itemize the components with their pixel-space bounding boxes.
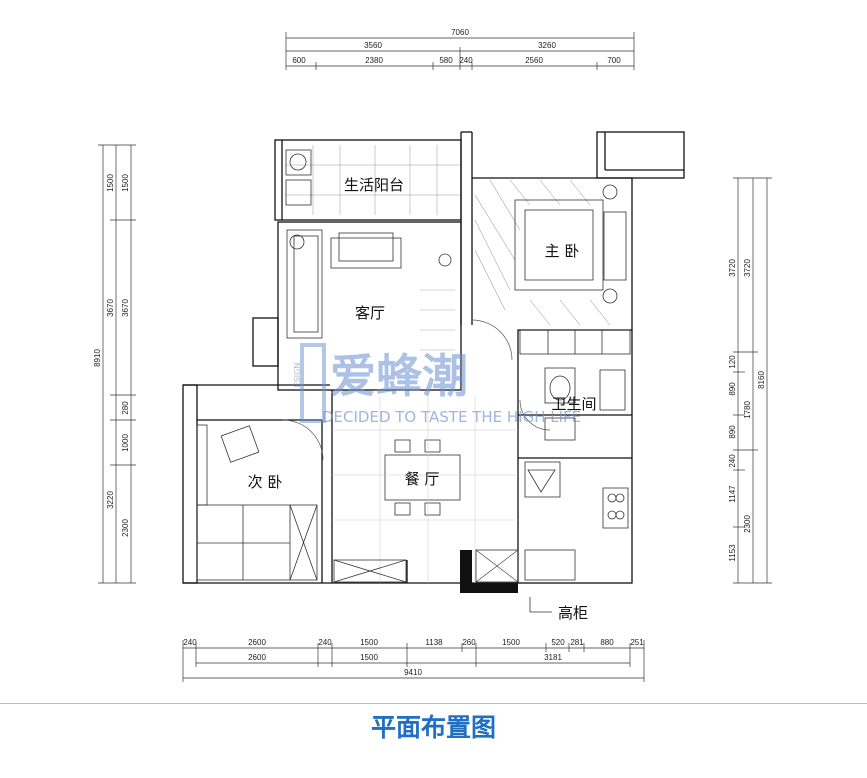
dining-floor-grid [332, 395, 518, 583]
dim-right-mid-1: 3720 [743, 259, 752, 277]
room-label-master: 主 卧 [545, 242, 580, 260]
dim-right-mid-3: 2300 [743, 515, 752, 533]
bottom-dimension-lines [182, 640, 645, 682]
dim-left-mid-4: 1000 [121, 434, 130, 452]
page-title: 平面布置图 [370, 713, 496, 742]
dim-bottom-detail-10: 880 [600, 638, 614, 647]
room-label-second: 次 卧 [248, 473, 283, 491]
living-aisle-lines [420, 289, 455, 351]
dim-top-detail-4: 240 [459, 56, 473, 65]
dim-bottom-detail-11: 251 [630, 638, 644, 647]
bathroom-fixtures [544, 367, 626, 441]
watermark-brand: 爱蜂潮 [330, 349, 468, 403]
dim-top-detail-3: 580 [439, 56, 453, 65]
dim-top-detail-2: 2380 [365, 56, 383, 65]
left-dimension-lines [98, 144, 136, 584]
dim-right-inner-7: 1153 [728, 544, 737, 562]
dim-bottom-detail-9: 281 [570, 638, 584, 647]
room-label-living: 客厅 [355, 304, 385, 322]
dim-left-inner-1: 1500 [121, 174, 130, 192]
dim-right-inner-3: 890 [728, 382, 737, 396]
dim-top-detail-5: 2560 [525, 56, 543, 65]
master-floor-hatch [474, 179, 611, 326]
room-label-bath: 卫生间 [551, 395, 596, 413]
kitchen-counter [524, 461, 629, 581]
dim-top-detail-6: 700 [607, 56, 621, 65]
dim-left-mid-5: 3220 [106, 491, 115, 509]
tall-cabinet [460, 549, 552, 613]
master-bed [514, 184, 627, 304]
dim-right-mid-2: 1780 [743, 401, 752, 419]
second-bedroom-furniture [196, 424, 318, 581]
room-label-dining: 餐 厅 [405, 470, 440, 488]
dim-left-inner-2: 3670 [121, 299, 130, 317]
footer-divider [0, 703, 867, 704]
dim-bottom-detail-8: 520 [551, 638, 565, 647]
right-dimension-lines [733, 177, 772, 584]
wardrobe [519, 329, 631, 355]
watermark: ESIGN 爱蜂潮 DECIDED TO TASTE THE HIGH LIFE [293, 343, 581, 426]
dim-bottom-mid-2: 1500 [360, 653, 378, 662]
room-label-balcony: 生活阳台 [344, 176, 404, 194]
floor-plan: 7060 3560 3260 600 2380 580 240 2560 700… [93, 28, 772, 682]
top-dimension-lines [285, 32, 635, 70]
watermark-logo-bar [300, 343, 326, 423]
dim-left-inner-3: 2300 [121, 519, 130, 537]
dim-right-outer: 8160 [757, 371, 766, 389]
dim-bottom-detail-3: 240 [318, 638, 332, 647]
dim-right-inner-4: 890 [728, 425, 737, 439]
dim-left-mid-3: 280 [121, 401, 130, 415]
balcony-tiles [285, 145, 460, 215]
dim-top-detail-1: 600 [292, 56, 306, 65]
dim-bottom-detail-1: 240 [183, 638, 197, 647]
dim-top-mid-1: 3560 [364, 41, 382, 50]
watermark-side-text: ESIGN [293, 363, 302, 388]
door-arcs [282, 319, 551, 461]
dim-bottom-detail-2: 2600 [248, 638, 266, 647]
dim-right-inner-1: 3720 [728, 259, 737, 277]
dim-top-mid-2: 3260 [538, 41, 556, 50]
dim-left-outer: 8910 [93, 349, 102, 367]
dim-bottom-detail-5: 1138 [425, 638, 443, 647]
dim-bottom-total: 9410 [404, 668, 422, 677]
dim-left-mid-2: 3670 [106, 299, 115, 317]
washing-machine [285, 149, 312, 206]
dim-bottom-detail-7: 1500 [502, 638, 520, 647]
living-furniture [286, 229, 452, 339]
room-label-cabinet: 高柜 [558, 604, 588, 622]
dim-bottom-detail-6: 260 [462, 638, 476, 647]
dim-bottom-detail-4: 1500 [360, 638, 378, 647]
dim-right-inner-6: 1147 [728, 485, 737, 503]
shoe-cabinet [333, 559, 407, 583]
dim-right-inner-2: 120 [728, 355, 737, 369]
dim-top-total: 7060 [451, 28, 469, 37]
watermark-slogan: DECIDED TO TASTE THE HIGH LIFE [322, 408, 581, 426]
dim-bottom-mid-3: 3181 [544, 653, 562, 662]
dim-right-inner-5: 240 [728, 454, 737, 468]
dim-left-mid-1: 1500 [106, 174, 115, 192]
dim-bottom-mid-1: 2600 [248, 653, 266, 662]
dining-table [384, 439, 461, 516]
